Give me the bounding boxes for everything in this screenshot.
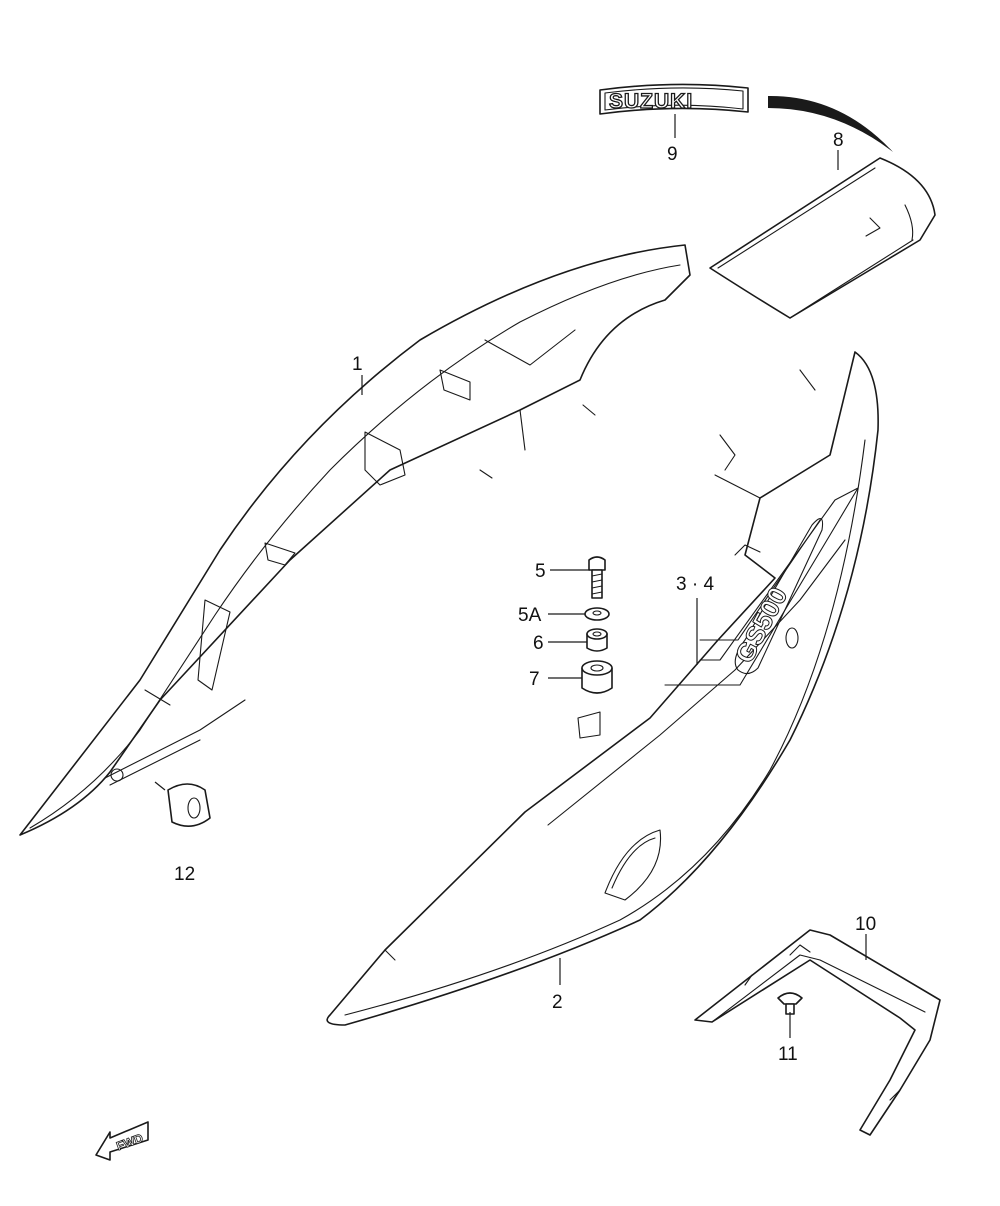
clip-part-11[interactable]: [777, 992, 803, 1015]
callout-8: 8: [833, 130, 844, 151]
bolt-part-5[interactable]: [588, 556, 606, 599]
suzuki-emblem-part-9[interactable]: SUZUKI: [599, 83, 749, 115]
leader-lines: [154, 114, 867, 1038]
callout-2: 2: [552, 992, 563, 1013]
callout-12: 12: [174, 864, 195, 885]
callout-6: 6: [533, 633, 544, 654]
callout-labels: 1 2 3 · 4 5 5A 6 7 8 9 10 11 12: [174, 130, 876, 1065]
callout-1: 1: [352, 354, 363, 375]
cushion-part-12[interactable]: [167, 783, 211, 827]
tail-bracket-part-10[interactable]: [694, 929, 941, 1136]
tail-cowl-part-8[interactable]: [709, 157, 936, 319]
callout-5: 5: [535, 561, 546, 582]
fwd-arrow-icon: FWD: [95, 1121, 149, 1161]
callout-11: 11: [778, 1044, 798, 1065]
spacer-part-6[interactable]: [586, 628, 608, 652]
callout-10: 10: [855, 914, 876, 935]
washer-part-5a[interactable]: [584, 607, 610, 621]
stripe-decal-part-8[interactable]: [768, 95, 893, 152]
callout-3-4: 3 · 4: [676, 574, 714, 595]
callout-9: 9: [667, 144, 678, 165]
cushion-part-7[interactable]: [581, 660, 613, 694]
callout-7: 7: [529, 669, 540, 690]
emblem-text: SUZUKI: [609, 90, 693, 113]
callout-5a: 5A: [518, 605, 542, 626]
seat-tail-cover-left-part-1[interactable]: [19, 244, 691, 836]
side-cover-right-part-2[interactable]: [326, 351, 879, 1026]
